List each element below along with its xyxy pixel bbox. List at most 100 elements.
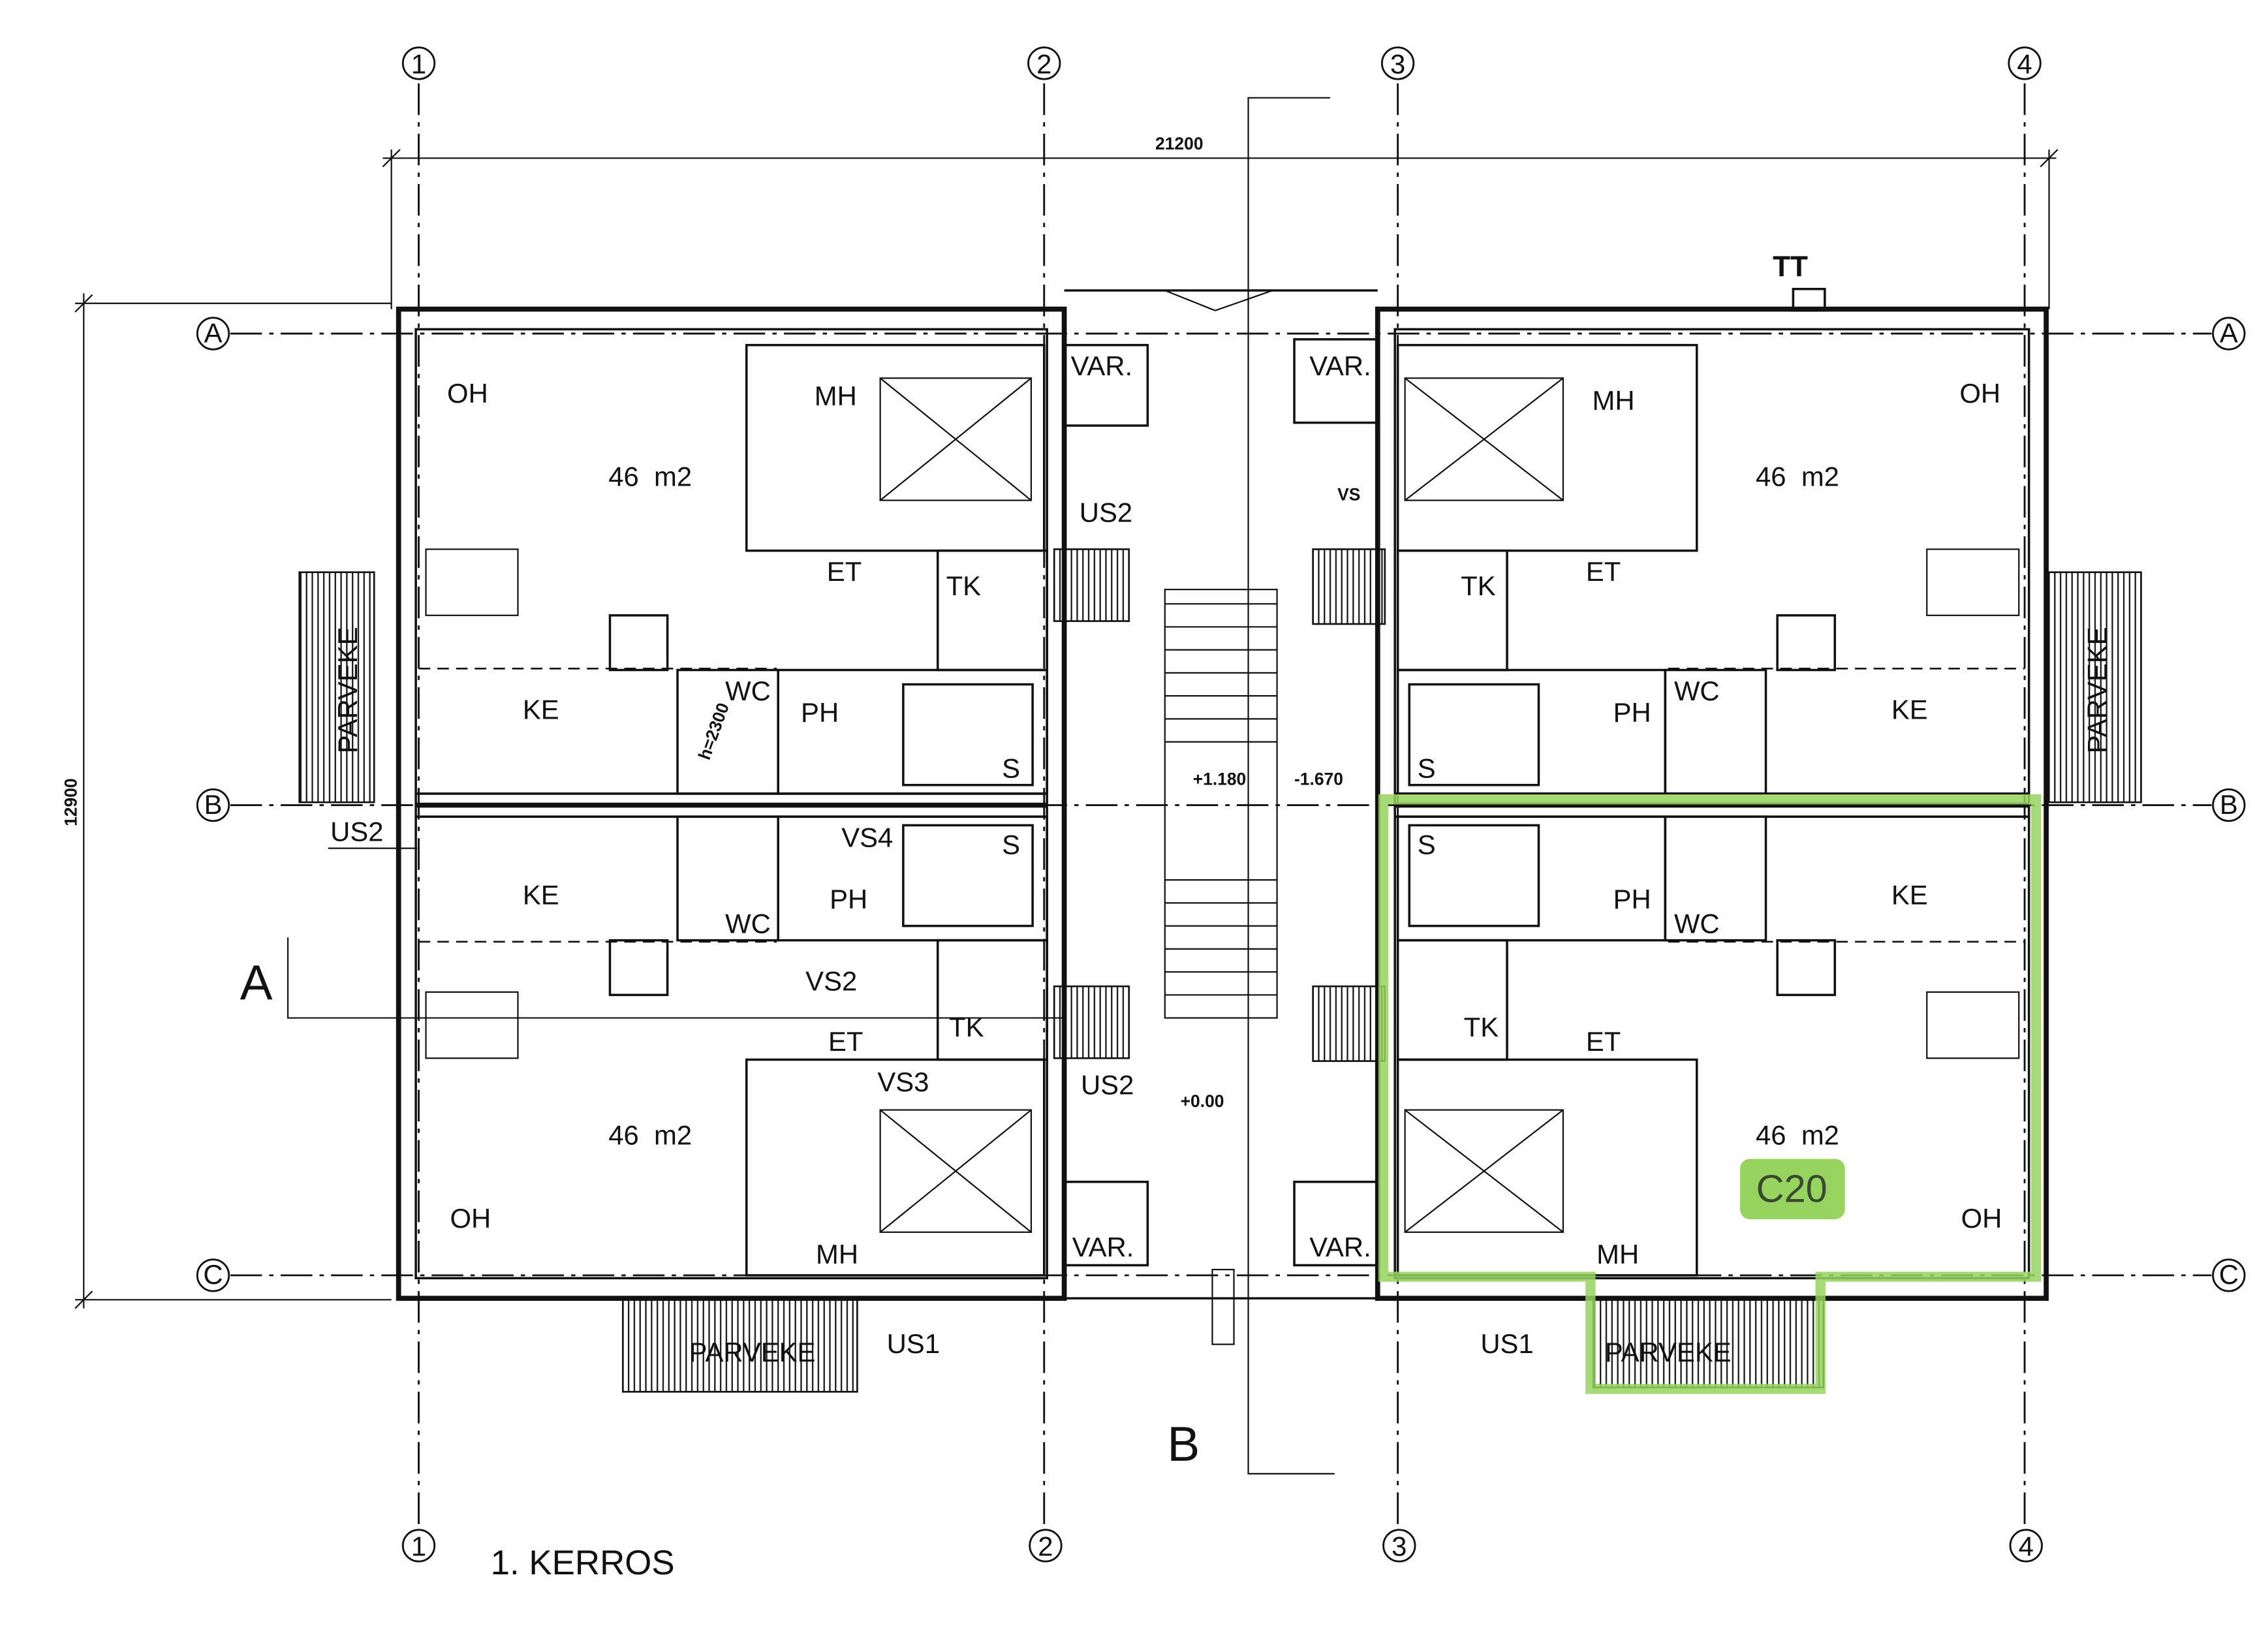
svg-text:1: 1 bbox=[411, 48, 426, 79]
level-ground: +0.00 bbox=[1181, 1091, 1224, 1111]
room-label-tk: TK bbox=[1461, 570, 1496, 601]
room-label-mh: MH bbox=[1593, 385, 1635, 416]
svg-text:A: A bbox=[240, 955, 273, 1010]
grid-bubble-c-right: C bbox=[2212, 1258, 2246, 1292]
room-label-wc: WC bbox=[725, 909, 771, 939]
room-label-tk: TK bbox=[949, 1012, 984, 1042]
svg-text:2: 2 bbox=[1038, 1531, 1053, 1561]
grid-bubble-c-left: C bbox=[196, 1258, 230, 1292]
balcony-label: PARVEKE bbox=[689, 1337, 816, 1367]
grid-bubble-4-bottom: 4 bbox=[2009, 1529, 2043, 1563]
section-line-a: A bbox=[240, 937, 1065, 1019]
building-left-wing bbox=[396, 306, 1149, 1301]
level-stair-up: +1.180 bbox=[1193, 770, 1247, 789]
room-label-ke: KE bbox=[1891, 880, 1928, 911]
room-label-ph: PH bbox=[801, 697, 839, 728]
room-label-ph: PH bbox=[830, 884, 867, 914]
label-vs2: VS2 bbox=[805, 966, 857, 997]
svg-text:C: C bbox=[2219, 1259, 2239, 1290]
room-label-et: ET bbox=[827, 556, 862, 587]
room-label-ke: KE bbox=[523, 694, 559, 725]
grid-bubbles: 1 2 3 4 1 2 3 4 A B C A B C bbox=[196, 46, 2246, 1563]
svg-text:4: 4 bbox=[2019, 1531, 2034, 1561]
door-label-us1: US1 bbox=[1480, 1328, 1533, 1359]
door-label-us2: US2 bbox=[330, 817, 383, 847]
room-label-oh: OH bbox=[450, 1203, 491, 1234]
room-label-var: VAR. bbox=[1309, 1232, 1371, 1262]
svg-text:2: 2 bbox=[1036, 48, 1051, 79]
svg-text:A: A bbox=[204, 317, 223, 348]
room-label-ph: PH bbox=[1613, 697, 1651, 728]
room-label-mh: MH bbox=[815, 381, 857, 411]
svg-text:3: 3 bbox=[1392, 1531, 1407, 1561]
svg-text:12900: 12900 bbox=[61, 778, 80, 826]
dimension-width: 21200 bbox=[382, 134, 2059, 309]
room-label-tk: TK bbox=[1464, 1012, 1499, 1042]
label-vs4: VS4 bbox=[841, 822, 893, 852]
room-label-tk: TK bbox=[946, 570, 982, 601]
room-label-s: S bbox=[1418, 753, 1436, 784]
room-label-mh: MH bbox=[1596, 1239, 1639, 1270]
grid-bubble-4-top: 4 bbox=[2008, 46, 2042, 80]
building-right-wing bbox=[1293, 287, 2049, 1301]
drawing-title: 1. KERROS bbox=[491, 1544, 675, 1582]
svg-text:A: A bbox=[2220, 317, 2238, 348]
svg-text:B: B bbox=[1167, 1416, 1200, 1471]
balcony-label: PARVEKE bbox=[1605, 1337, 1732, 1367]
svg-text:B: B bbox=[2220, 789, 2238, 820]
apartment-badge[interactable] bbox=[1739, 1159, 1845, 1219]
grid-bubble-3-top: 3 bbox=[1380, 46, 1415, 80]
svg-text:21200: 21200 bbox=[1155, 134, 1203, 153]
svg-text:4: 4 bbox=[2017, 48, 2032, 79]
door-label-us2: US2 bbox=[1081, 1069, 1134, 1100]
unit-top-right: VAR. MH OH 46 m2 ET TK KE WC PH S VS bbox=[1309, 351, 2000, 784]
grid-bubble-2-top: 2 bbox=[1027, 46, 1061, 80]
tt-mark: TT bbox=[1773, 251, 1808, 283]
room-label-var: VAR. bbox=[1309, 351, 1371, 381]
apartment-badge-label: C20 bbox=[1756, 1167, 1827, 1211]
grid-bubble-3-bottom: 3 bbox=[1382, 1529, 1416, 1563]
room-label-oh: OH bbox=[1959, 378, 2000, 409]
room-label-oh: OH bbox=[1961, 1203, 2002, 1234]
room-label-et: ET bbox=[1586, 1026, 1621, 1057]
svg-text:B: B bbox=[204, 789, 223, 820]
svg-text:C: C bbox=[203, 1259, 223, 1290]
grid-bubble-a-right: A bbox=[2212, 317, 2246, 351]
room-label-s: S bbox=[1002, 829, 1020, 860]
area-label: 46 m2 bbox=[1756, 461, 1839, 492]
area-label: 46 m2 bbox=[608, 1119, 692, 1150]
room-label-wc: WC bbox=[725, 676, 771, 706]
room-label-oh: OH bbox=[447, 378, 488, 409]
grid-bubble-1-bottom: 1 bbox=[401, 1529, 436, 1563]
room-label-ph: PH bbox=[1613, 884, 1651, 914]
balcony-label-right: PARVEKE bbox=[2082, 627, 2113, 753]
balconies bbox=[298, 571, 2142, 1393]
room-label-s: S bbox=[1002, 753, 1020, 784]
room-label-mh: MH bbox=[816, 1239, 858, 1270]
area-label: 46 m2 bbox=[608, 461, 692, 492]
room-label-var: VAR. bbox=[1072, 1232, 1134, 1262]
door-label-us2: US2 bbox=[1080, 497, 1132, 528]
svg-text:h=2300: h=2300 bbox=[694, 700, 733, 762]
misc-labels: US2 PARVEKE PARVEKE +1.180 -1.670 +0.00 … bbox=[328, 251, 2113, 1582]
section-line-b: B bbox=[1167, 97, 1335, 1474]
room-label-wc: WC bbox=[1674, 676, 1720, 706]
room-label-et: ET bbox=[1586, 556, 1621, 587]
label-vs3: VS3 bbox=[877, 1067, 929, 1097]
svg-text:1: 1 bbox=[411, 1531, 426, 1561]
label-vs: VS bbox=[1337, 485, 1360, 505]
level-stair-down: -1.670 bbox=[1294, 770, 1343, 789]
stair-core bbox=[1064, 289, 1378, 1345]
unit-bottom-right: S PH WC KE TK ET 46 m2 OH MH VAR. US1 PA… bbox=[1309, 829, 2002, 1367]
grid-bubble-a-left: A bbox=[196, 317, 230, 351]
balcony-label-left: PARVEKE bbox=[332, 627, 363, 753]
room-label-ke: KE bbox=[1891, 694, 1928, 725]
svg-text:3: 3 bbox=[1390, 48, 1405, 79]
highlighted-apartment-c20[interactable]: C20 bbox=[1378, 794, 2042, 1394]
room-label-ke: KE bbox=[523, 880, 559, 911]
area-label: 46 m2 bbox=[1756, 1119, 1839, 1150]
room-label-wc: WC bbox=[1674, 909, 1720, 939]
grid-bubble-1-top: 1 bbox=[401, 46, 436, 80]
grid-bubble-2-bottom: 2 bbox=[1029, 1529, 1063, 1563]
